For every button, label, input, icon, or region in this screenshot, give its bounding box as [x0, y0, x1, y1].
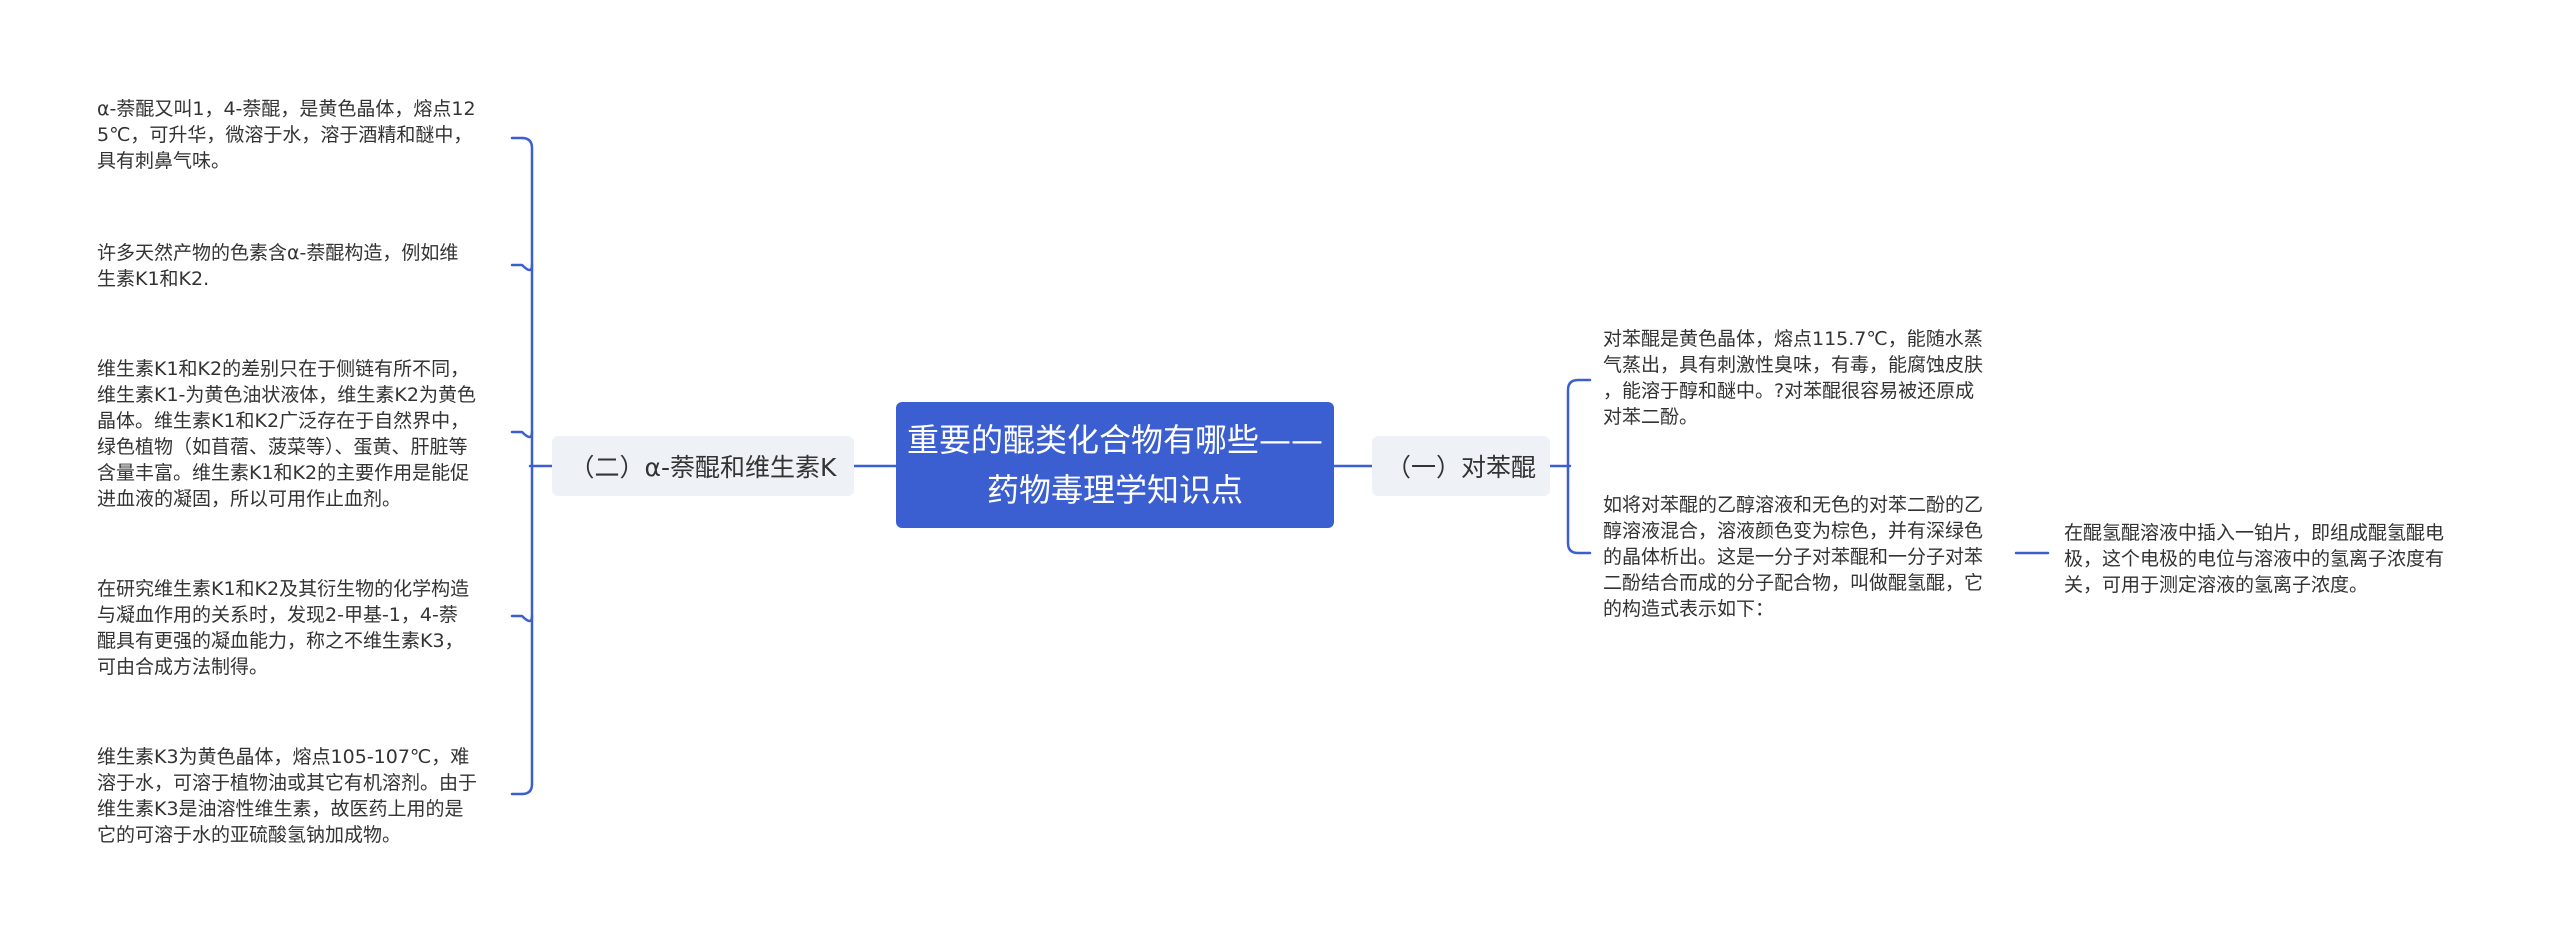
- root-node[interactable]: 重要的醌类化合物有哪些——药物毒理学知识点: [896, 402, 1334, 528]
- leaf-alpha-naphthoquinone-properties[interactable]: α-萘醌又叫1，4-萘醌，是黄色晶体，熔点12 5℃，可升华，微溶于水，溶于酒精…: [97, 98, 476, 172]
- branch-p-benzoquinone[interactable]: （一）对苯醌: [1372, 436, 1550, 496]
- leaf-quinhydrone-electrode[interactable]: 在醌氢醌溶液中插入一铂片，即组成醌氢醌电 极，这个电极的电位与溶液中的氢离子浓度…: [2064, 522, 2445, 596]
- leaf-quinhydrone[interactable]: 如将对苯醌的乙醇溶液和无色的对苯二酚的乙 醇溶液混合，溶液颜色变为棕色，并有深绿…: [1603, 494, 1984, 620]
- connector-left-3: [510, 430, 534, 439]
- root-title: 重要的醌类化合物有哪些——药物毒理学知识点: [906, 421, 1323, 509]
- connector-left-4: [510, 614, 534, 623]
- branch-alpha-naphthoquinone[interactable]: （二）α-萘醌和维生素K: [552, 436, 854, 496]
- connector-left-2: [510, 263, 534, 272]
- leaf-p-benzoquinone-properties[interactable]: 对苯醌是黄色晶体，熔点115.7℃，能随水蒸 气蒸出，具有刺激性臭味，有毒，能腐…: [1603, 328, 1984, 428]
- leaf-vitamin-k1-k2[interactable]: 维生素K1和K2的差别只在于侧链有所不同， 维生素K1-为黄色油状液体，维生素K…: [97, 358, 476, 510]
- branch-label: （二）α-萘醌和维生素K: [569, 453, 837, 482]
- branch-label: （一）对苯醌: [1385, 453, 1536, 482]
- leaf-vitamin-k3-properties[interactable]: 维生素K3为黄色晶体，熔点105-107℃，难 溶于水，可溶于植物油或其它有机溶…: [97, 746, 478, 846]
- connector-left-bracket: [520, 136, 534, 796]
- leaf-natural-pigments[interactable]: 许多天然产物的色素含α-萘醌构造，例如维 生素K1和K2.: [97, 242, 459, 290]
- connector-right-bracket: [1566, 378, 1592, 555]
- leaf-vitamin-k3-discovery[interactable]: 在研究维生素K1和K2及其衍生物的化学构造 与凝血作用的关系时，发现2-甲基-1…: [97, 578, 470, 678]
